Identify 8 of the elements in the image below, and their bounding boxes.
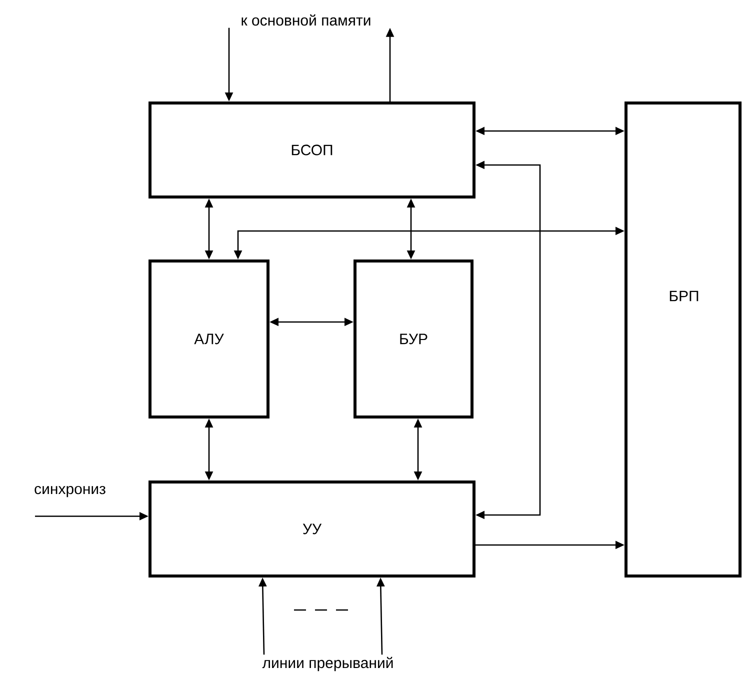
process-box: БРП <box>624 102 742 578</box>
process-box: УУ <box>148 480 476 578</box>
signal-label: линии прерываний <box>262 656 393 672</box>
process-box: БУР <box>354 259 474 418</box>
process-box: АЛУ <box>148 259 270 418</box>
signal-label: к основной памяти <box>242 14 370 26</box>
signal-label: синхрониз <box>34 486 106 498</box>
process-box: БСОП <box>148 102 476 198</box>
